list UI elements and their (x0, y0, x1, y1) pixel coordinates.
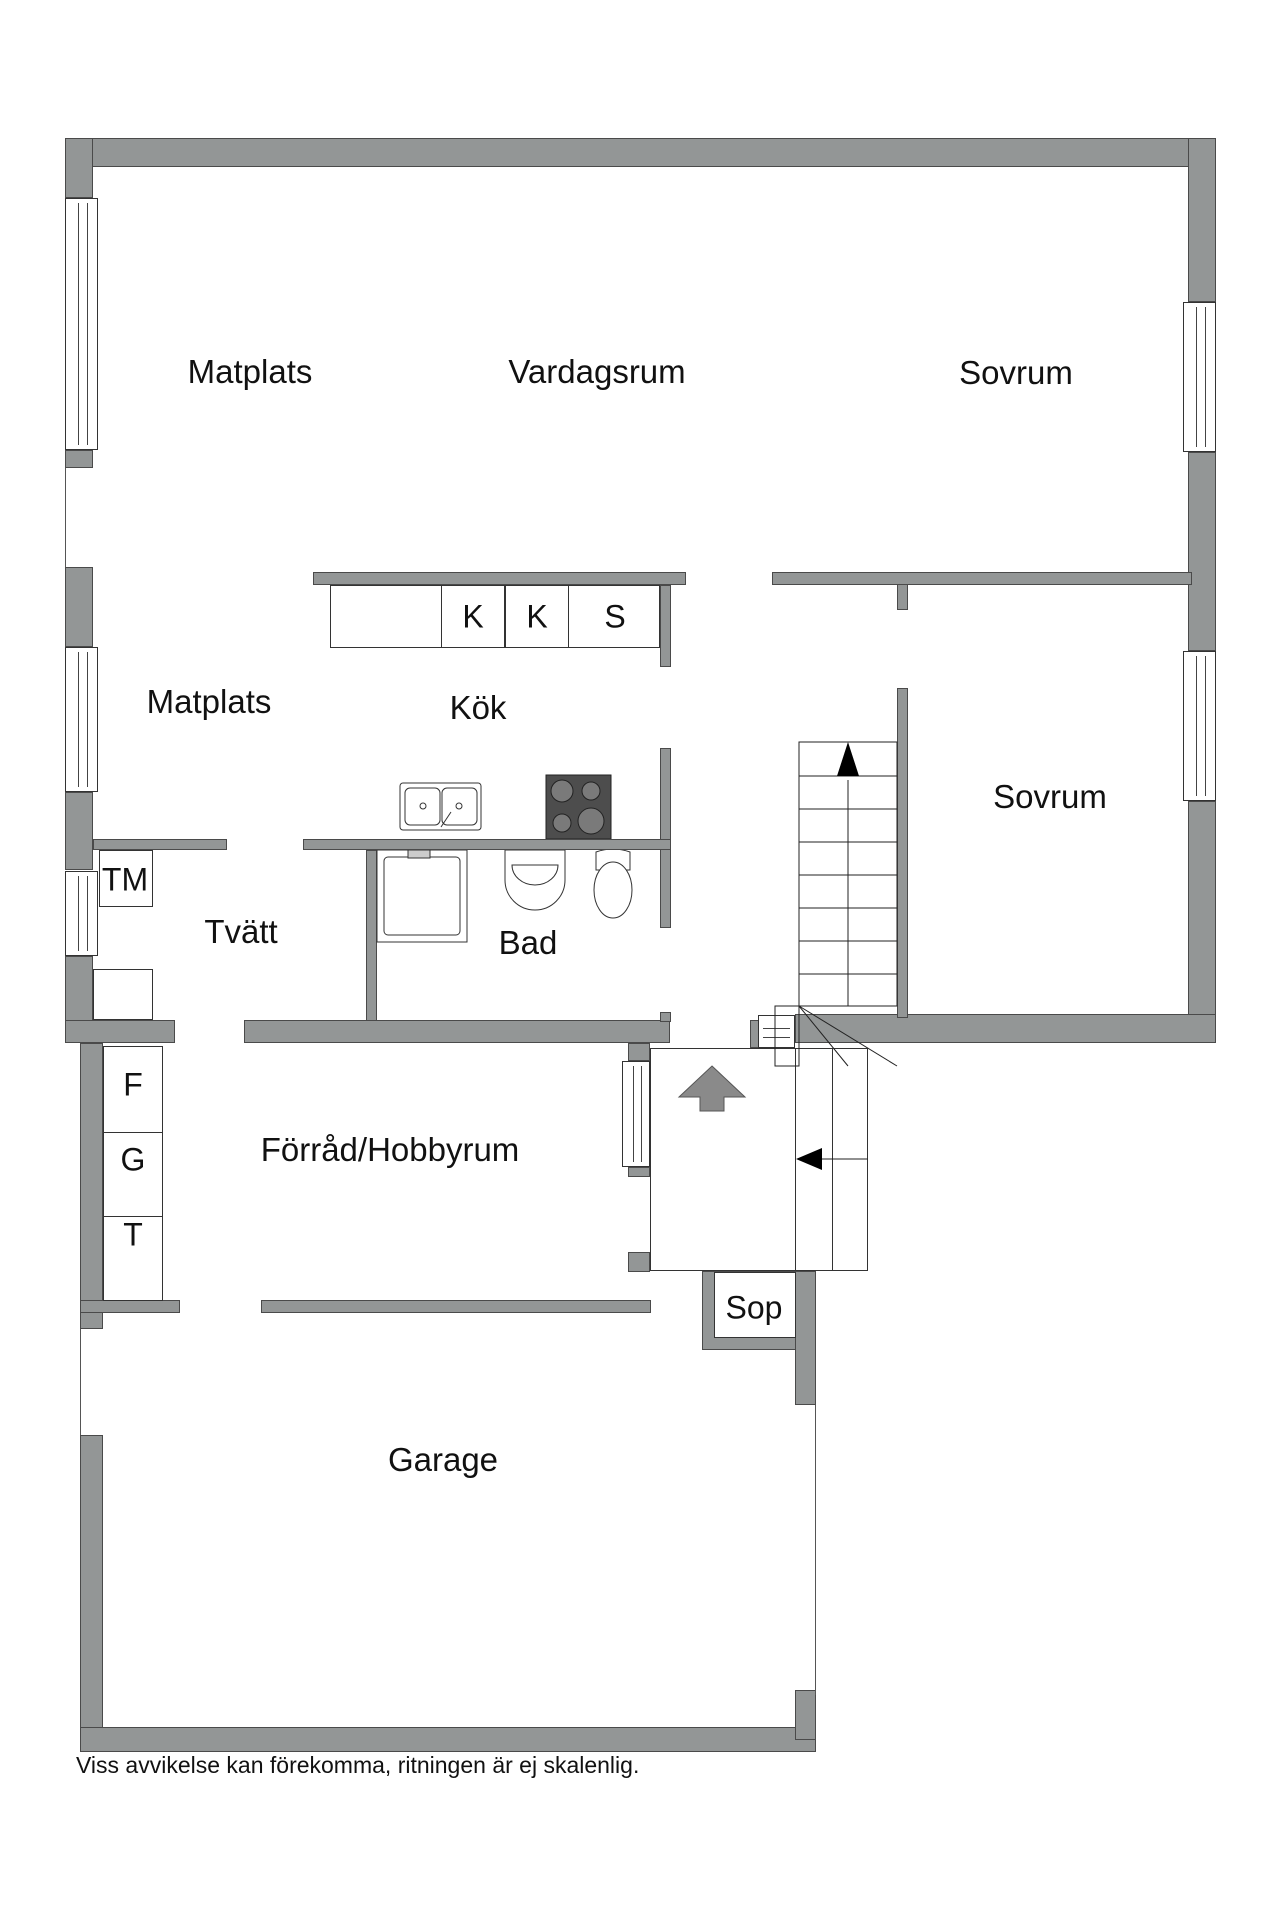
wall-forrad-left (80, 1043, 103, 1329)
wall-left-mid2 (65, 792, 93, 870)
window-left-3 (65, 871, 98, 956)
wall-right-mid (1188, 452, 1216, 651)
wall-kitchen-upper-stub (660, 585, 671, 667)
room-label-matplats-mid: Matplats (146, 683, 272, 720)
garage-side-line (815, 1405, 816, 1695)
wall-forrad-right-lower (628, 1167, 650, 1177)
cabinet-k1 (441, 585, 505, 648)
cabinet-k2-label: K (526, 598, 548, 635)
wall-left-upper (65, 138, 93, 198)
wall-tvatt-top-left (93, 839, 227, 850)
steps-arrow-icon (796, 1148, 822, 1170)
wall-right-top (1188, 138, 1216, 302)
stairs-up-arrow-icon (837, 742, 859, 776)
wall-forrad-right-upper (628, 1043, 650, 1061)
room-label-sop: Sop (725, 1289, 783, 1326)
room-label-kok: Kök (449, 689, 507, 726)
cabinet-f (103, 1046, 163, 1133)
wall-forrad-top-stub (660, 1012, 671, 1022)
wall-left-upper2 (65, 450, 93, 468)
window-right-2 (1183, 651, 1216, 801)
sop-room (714, 1272, 796, 1338)
wall-sovrum-partition (772, 572, 1192, 585)
tvatt-bench (93, 969, 153, 1020)
room-label-bad: Bad (498, 924, 558, 961)
staircase (774, 741, 898, 1067)
room-label-matplats-top: Matplats (187, 353, 313, 390)
cabinet-t (103, 1216, 163, 1301)
washbasin-icon (504, 849, 566, 911)
wall-forrad-top-right (244, 1020, 670, 1043)
wall-right-low (1188, 801, 1216, 1043)
window-forrad (622, 1061, 650, 1167)
wall-kitchen-upper (313, 572, 686, 585)
wall-sovrum-stub (897, 584, 908, 610)
garage-door-line (80, 1329, 81, 1435)
window-left-2 (65, 647, 98, 792)
tm-box (99, 850, 153, 907)
wall-garage-bottom (80, 1727, 816, 1752)
cabinet-t-label: T (123, 1216, 143, 1253)
toilet-icon (593, 848, 633, 919)
wall-kitchen-lower-stub (660, 748, 671, 928)
shower-icon (376, 849, 468, 943)
room-label-tvatt: Tvätt (204, 913, 278, 950)
room-label-garage: Garage (387, 1441, 499, 1478)
room-label-vardagsrum: Vardagsrum (508, 353, 686, 390)
wall-forrad-bottom-right (261, 1300, 651, 1313)
window-right-1 (1183, 302, 1216, 452)
entry-arrow-icon (677, 1065, 747, 1112)
room-label-sovrum-mid: Sovrum (993, 778, 1107, 815)
kitchen-sink-icon (399, 782, 482, 831)
wall-sop-right (795, 1271, 816, 1405)
window-left-1 (65, 198, 98, 450)
window-entry (758, 1015, 795, 1048)
cabinet-k2 (505, 585, 569, 648)
wall-forrad-top-left (65, 1020, 175, 1043)
wall-left-mid (65, 567, 93, 647)
wall-forrad-right-bottom (628, 1252, 650, 1272)
wall-kitchen-bottom (303, 839, 671, 850)
cabinet-f-label: F (123, 1066, 143, 1103)
wall-top (65, 138, 1216, 167)
cabinet-s-label: S (604, 598, 626, 635)
wall-bottom-sovrum (795, 1014, 1216, 1043)
wall-garage-right (795, 1690, 816, 1740)
disclaimer-footnote: Viss avvikelse kan förekomma, ritningen … (76, 1752, 640, 1778)
cooktop-icon (545, 774, 612, 840)
tm-label: TM (101, 861, 149, 898)
cabinet-k1-label: K (462, 598, 484, 635)
open-wall-line (65, 468, 66, 567)
room-label-forrad: Förråd/Hobbyrum (260, 1131, 520, 1168)
cabinet-g-label: G (120, 1141, 146, 1178)
room-label-sovrum-top: Sovrum (959, 354, 1073, 391)
